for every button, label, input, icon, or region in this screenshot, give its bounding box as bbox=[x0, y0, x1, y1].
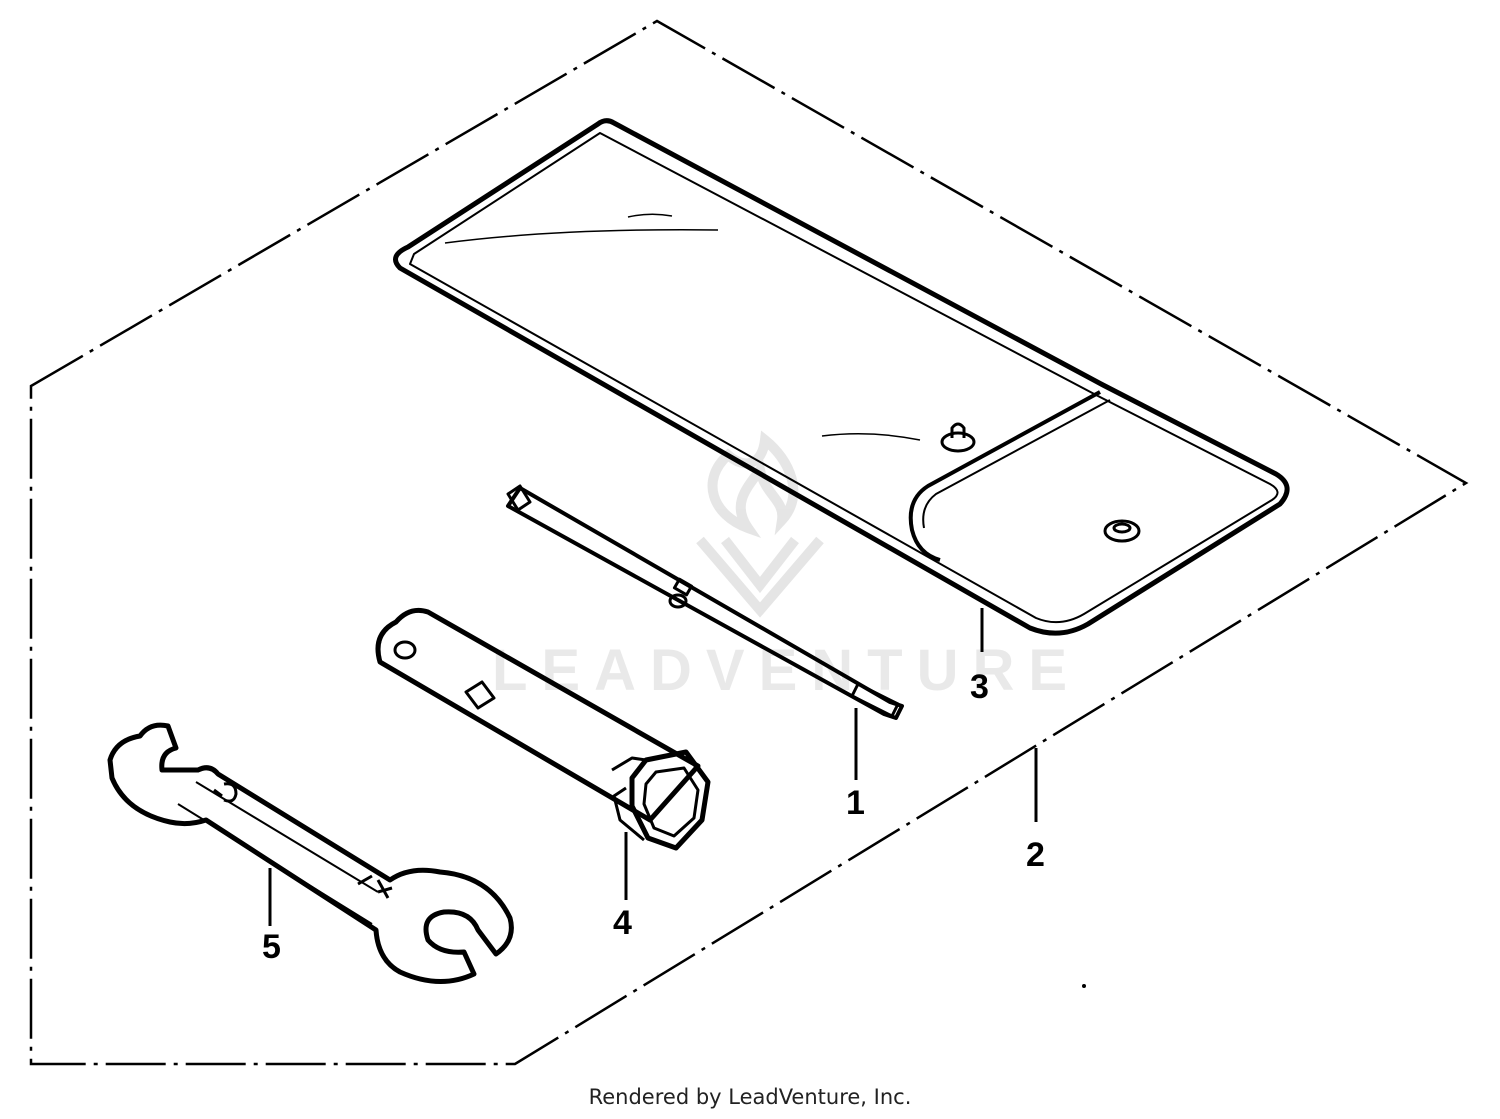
footer-credit: Rendered by LeadVenture, Inc. bbox=[588, 1085, 912, 1109]
tool-bag-outer bbox=[393, 118, 1290, 636]
callout-2[interactable]: 2 bbox=[1026, 836, 1045, 874]
watermark-text: LEADVENTURE bbox=[492, 638, 1081, 703]
tool-bag-crease-1 bbox=[444, 229, 719, 244]
tool-bag bbox=[393, 118, 1290, 636]
callout-4[interactable]: 4 bbox=[613, 904, 632, 942]
spark-plug-wrench-slot bbox=[464, 680, 496, 710]
leader-lines bbox=[268, 608, 1038, 926]
screwdriver-shaft bbox=[506, 486, 904, 720]
open-end-wrench bbox=[107, 722, 514, 985]
snap-button-stud-icon bbox=[940, 422, 976, 453]
callout-3[interactable]: 3 bbox=[970, 668, 989, 706]
callout-1[interactable]: 1 bbox=[846, 784, 865, 822]
snap-button-socket-icon bbox=[1103, 519, 1141, 543]
screwdriver-slot-tip bbox=[850, 682, 900, 718]
spark-plug-wrench bbox=[375, 607, 711, 851]
wrench-outline bbox=[107, 722, 514, 985]
watermark: LEADVENTURE bbox=[492, 430, 1081, 703]
kit-boundary-outline bbox=[29, 19, 1469, 1066]
screwdriver bbox=[506, 484, 904, 720]
screwdriver-phillips-tip bbox=[506, 484, 532, 512]
tool-bag-crease-2 bbox=[627, 213, 673, 218]
callout-5[interactable]: 5 bbox=[262, 928, 281, 966]
spark-plug-wrench-body bbox=[375, 607, 701, 823]
size-mark-14 bbox=[357, 874, 393, 899]
size-mark-10 bbox=[213, 782, 238, 803]
hex-socket-icon bbox=[629, 749, 711, 851]
tool-bag-crease-3 bbox=[821, 433, 921, 441]
screwdriver-stop bbox=[672, 577, 694, 597]
callouts: 1 2 3 4 5 bbox=[262, 668, 1045, 966]
spark-plug-wrench-hole bbox=[393, 640, 417, 660]
scan-dot bbox=[1082, 984, 1086, 988]
tool-bag-flap-inner bbox=[922, 399, 1111, 529]
tool-bag-inner bbox=[409, 132, 1279, 624]
leadventure-logo-icon bbox=[696, 430, 824, 618]
tool-bag-flap bbox=[908, 390, 1101, 562]
